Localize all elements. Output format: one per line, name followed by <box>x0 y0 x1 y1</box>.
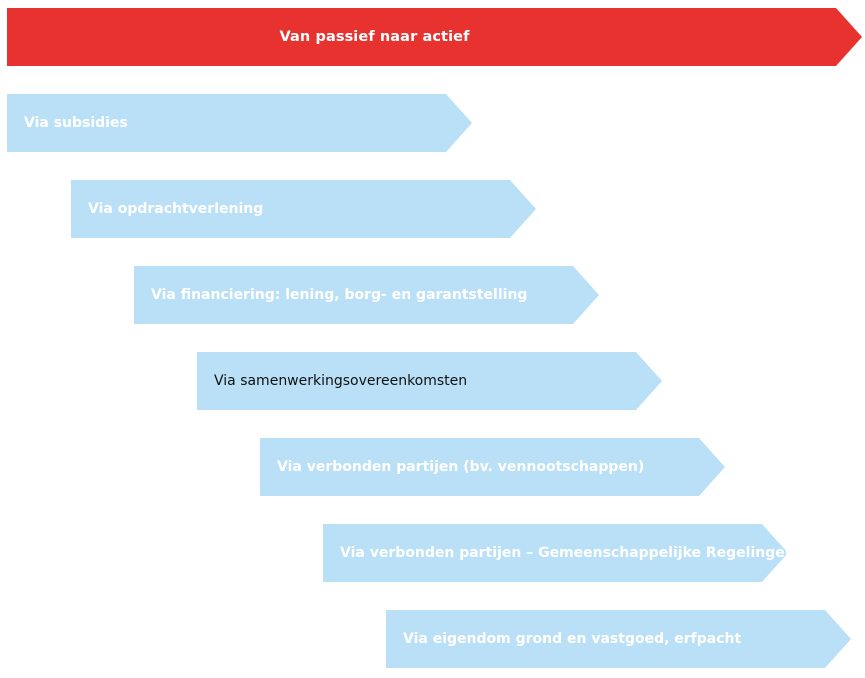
step-label-gemeenschappelijke-regelingen: Via verbonden partijen – Gemeenschappeli… <box>340 545 795 561</box>
header-label: Van passief naar actief <box>279 29 470 45</box>
step-label-opdrachtverlening: Via opdrachtverlening <box>88 201 264 217</box>
step-label-financiering: Via financiering: lening, borg- en garan… <box>151 287 528 303</box>
step-label-verbonden-partijen-vennootschappen: Via verbonden partijen (bv. vennootschap… <box>277 459 645 475</box>
step-arrow-opdrachtverlening: Via opdrachtverlening <box>71 180 536 238</box>
step-label-samenwerkingsovereenkomsten: Via samenwerkingsovereenkomsten <box>214 373 468 389</box>
step-arrow-verbonden-partijen-vennootschappen: Via verbonden partijen (bv. vennootschap… <box>260 438 725 496</box>
step-arrow-samenwerkingsovereenkomsten: Via samenwerkingsovereenkomsten <box>197 352 662 410</box>
step-arrow-financiering: Via financiering: lening, borg- en garan… <box>134 266 599 324</box>
step-label-eigendom-grond-vastgoed: Via eigendom grond en vastgoed, erfpacht <box>403 631 742 647</box>
step-arrow-subsidies: Via subsidies <box>7 94 472 152</box>
step-arrow-gemeenschappelijke-regelingen: Via verbonden partijen – Gemeenschappeli… <box>323 524 788 582</box>
step-label-subsidies: Via subsidies <box>24 115 128 131</box>
header-arrow: Van passief naar actief <box>7 8 862 66</box>
step-arrow-eigendom-grond-vastgoed: Via eigendom grond en vastgoed, erfpacht <box>386 610 851 668</box>
